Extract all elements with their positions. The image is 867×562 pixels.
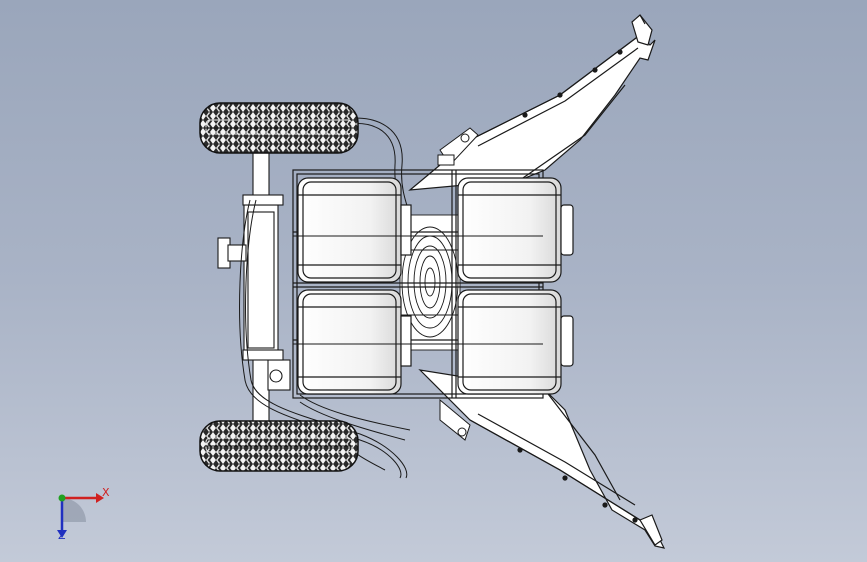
axle-beam — [217, 149, 291, 426]
hinge-bracket-lower — [439, 398, 471, 441]
tank-bottom-right — [457, 289, 574, 395]
z-axis-label: Z — [58, 529, 66, 542]
spreader-arm-lower — [418, 369, 666, 549]
tank-top-right — [457, 177, 574, 283]
spreader-arm-upper — [408, 14, 656, 191]
x-axis-arrow — [96, 493, 104, 503]
wheel-bottom — [199, 420, 359, 472]
triad-plane — [62, 498, 86, 522]
tank-straps — [293, 235, 543, 345]
x-axis-label: X — [102, 486, 110, 499]
z-axis-arrow — [57, 530, 67, 538]
tank-top-left — [297, 177, 412, 283]
hoses — [239, 117, 411, 479]
wheel-top — [199, 102, 359, 154]
coordinate-triad — [57, 493, 104, 538]
tank-bottom-left — [297, 289, 412, 395]
y-axis-dot — [58, 494, 66, 502]
hinge-bracket-upper — [437, 127, 479, 166]
